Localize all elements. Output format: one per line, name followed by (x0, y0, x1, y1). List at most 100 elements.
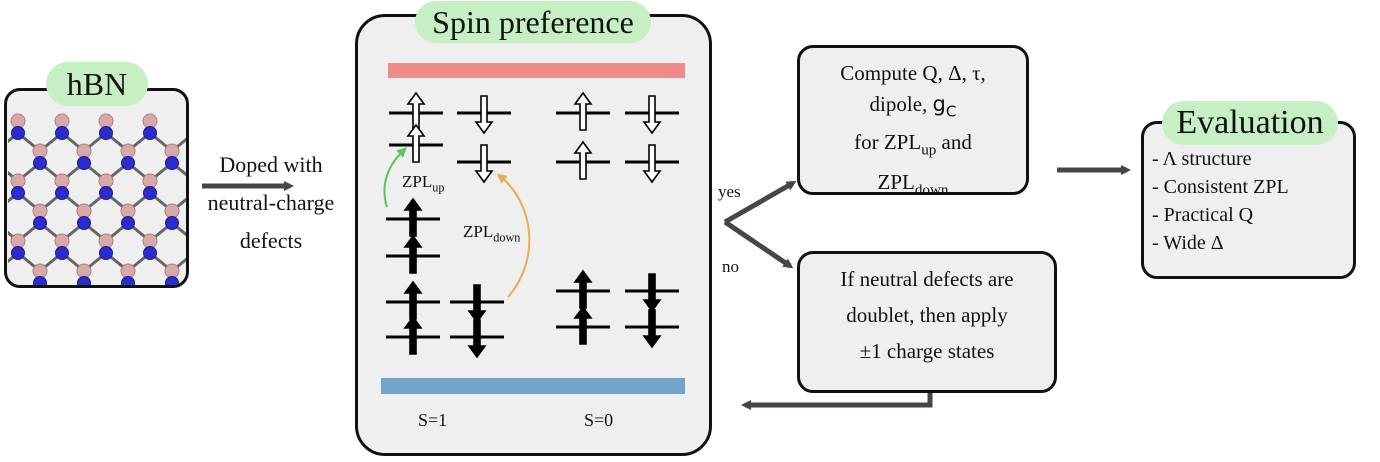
boron-atom (120, 203, 136, 219)
boron-atom (231, 294, 245, 308)
compute-line-1: Compute Q, Δ, τ, (840, 61, 986, 85)
nitrogen-atom (99, 186, 113, 200)
boron-atom (76, 263, 92, 279)
boron-atom (54, 173, 70, 189)
no-branch-arrow (723, 219, 794, 269)
evaluation-item: - Λ structure (1152, 148, 1252, 170)
filled-up-arrow-icon (403, 234, 423, 274)
boron-atom (11, 294, 25, 308)
boron-atom (10, 113, 26, 129)
compute-line-4: ZPLdown (800, 167, 1026, 206)
nitrogen-atom (188, 307, 201, 320)
nitrogen-atom (55, 126, 69, 140)
hbn-lattice (0, 113, 267, 320)
charge-state-panel (797, 251, 1057, 393)
boron-atom (120, 143, 136, 159)
boron-atom (32, 203, 48, 219)
boron-atom (164, 143, 180, 159)
evaluation-list: - Λ structure - Consistent ZPL - Practic… (1152, 145, 1289, 257)
nitrogen-atom (12, 307, 25, 320)
nitrogen-atom (232, 307, 245, 320)
triplet-label: S=1 (418, 410, 448, 430)
empty-up-arrow-icon (573, 91, 593, 131)
boron-atom (10, 233, 26, 249)
filled-down-arrow-icon (642, 273, 662, 313)
nitrogen-atom (144, 307, 157, 320)
boron-atom (32, 143, 48, 159)
compute-dipole: dipole, (869, 92, 933, 116)
nitrogen-atom (11, 126, 25, 140)
boron-atom (0, 264, 3, 278)
zpl-down-arrow (496, 173, 531, 298)
boron-atom (231, 114, 245, 128)
nitrogen-atom (143, 246, 157, 260)
nitrogen-atom (121, 216, 135, 230)
no-label: no (722, 257, 739, 276)
doping-line-3: defects (239, 228, 303, 253)
boron-atom (164, 263, 180, 279)
nitrogen-atom (210, 277, 223, 290)
boron-atom (164, 203, 180, 219)
charge-line-3: ±1 charge states (859, 339, 995, 363)
zpl-up-sub: up (432, 180, 445, 195)
empty-down-arrow-icon (642, 144, 662, 184)
yes-label: yes (718, 182, 741, 201)
compute-line-2: dipole, gC (800, 89, 1026, 127)
nitrogen-atom (56, 307, 69, 320)
boron-atom (55, 294, 69, 308)
nitrogen-atom (11, 246, 25, 260)
nitrogen-atom (99, 246, 113, 260)
defect-levels (386, 91, 679, 359)
boron-atom (142, 173, 158, 189)
empty-down-arrow-icon (474, 95, 494, 135)
boron-atom (143, 294, 157, 308)
compute-line-3: for ZPLup and (800, 127, 1026, 166)
evaluation-title-text: Evaluation (1176, 104, 1324, 141)
nitrogen-atom (0, 217, 3, 230)
compute-up-sub: up (921, 142, 937, 159)
zpl-down-label: ZPLdown (463, 222, 520, 245)
evaluation-title: Evaluation (1162, 101, 1338, 145)
nitrogen-atom (0, 157, 3, 170)
boron-atom (0, 144, 3, 158)
compute-and: and (936, 130, 972, 155)
nitrogen-atom (33, 216, 47, 230)
boron-atom (98, 113, 114, 129)
nitrogen-atom (121, 276, 135, 285)
nitrogen-atom (165, 216, 179, 230)
evaluation-item: - Practical Q (1152, 204, 1254, 226)
filled-up-arrow-icon (403, 315, 423, 355)
nitrogen-atom (33, 276, 47, 285)
boron-atom (76, 203, 92, 219)
boron-atom (98, 233, 114, 249)
spin-preference-title-text: Spin preference (432, 4, 634, 40)
nitrogen-atom (0, 277, 3, 290)
nitrogen-atom (165, 276, 179, 285)
charge-state-text: If neutral defects are doublet, then app… (800, 261, 1054, 369)
compute-down-sub: down (914, 181, 949, 198)
nitrogen-atom (33, 156, 47, 170)
nitrogen-atom (77, 216, 91, 230)
boron-atom (253, 264, 267, 278)
boron-atom (187, 114, 201, 128)
evaluation-panel (1141, 121, 1356, 279)
boron-atom (98, 173, 114, 189)
yes-branch-arrow (723, 180, 797, 225)
singlet-label: S=0 (584, 410, 614, 430)
nitrogen-atom (99, 126, 113, 140)
boron-atom (54, 113, 70, 129)
boron-atom (32, 263, 48, 279)
nitrogen-atom (232, 127, 245, 140)
zpl-down-sub: down (493, 230, 521, 245)
filled-up-arrow-icon (573, 305, 593, 345)
zpl-up-main: ZPL (402, 172, 433, 191)
nitrogen-atom (143, 186, 157, 200)
boron-atom (209, 264, 223, 278)
compute-g-sub: C (945, 102, 957, 121)
boron-atom (142, 233, 158, 249)
zpl-up-label: ZPLup (402, 172, 444, 195)
zpl-down-main: ZPL (463, 222, 494, 241)
nitrogen-atom (254, 277, 267, 290)
spin-preference-title: Spin preference (415, 1, 651, 43)
